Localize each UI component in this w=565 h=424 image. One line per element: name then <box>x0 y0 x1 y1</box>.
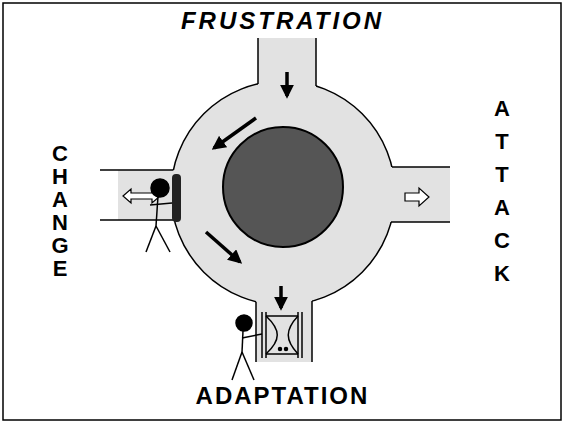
barrier <box>172 174 181 222</box>
stick-figure-left <box>146 179 172 252</box>
road-right <box>382 167 450 222</box>
roundabout-ring <box>171 81 395 305</box>
road-bottom <box>256 292 312 362</box>
frame <box>3 3 561 420</box>
exit-label: ADAPTATION <box>0 381 565 411</box>
gate <box>262 312 302 358</box>
exit-label: CHANGE <box>49 142 71 280</box>
arrow-outline <box>405 188 429 206</box>
label-holder: CHANGE <box>49 142 71 280</box>
flow-arrows <box>206 72 287 308</box>
label-holder: FRUSTRATION <box>0 6 565 36</box>
road-edges <box>100 38 450 362</box>
exit-label: ATTACK <box>491 92 513 290</box>
label-holder: ADAPTATION <box>0 381 565 411</box>
roundabout-island <box>223 127 343 247</box>
road-top <box>258 38 316 98</box>
title-label: FRUSTRATION <box>0 6 565 36</box>
stick-figure-bottom <box>232 315 262 380</box>
label-holder: ATTACK <box>491 92 513 290</box>
